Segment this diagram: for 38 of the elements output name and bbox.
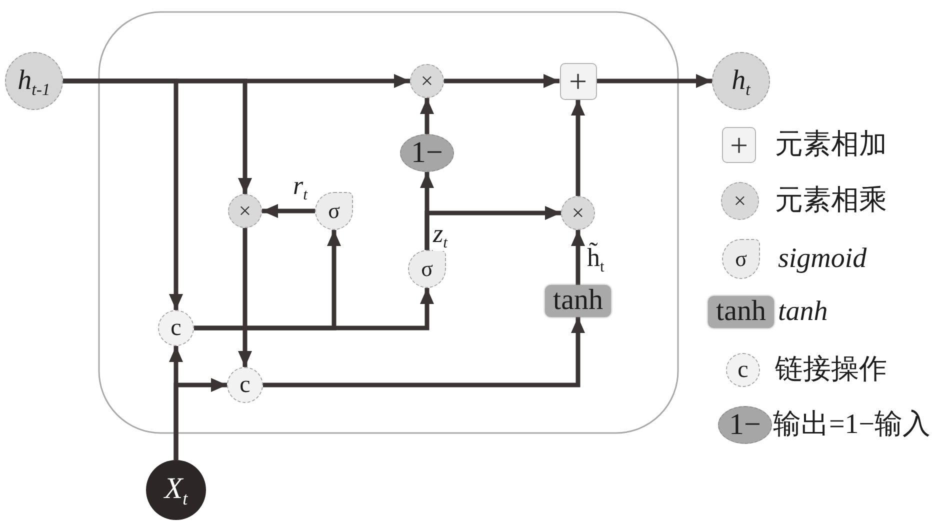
legend-label: 链接操作 xyxy=(775,353,887,387)
input-circle: X$_{t}$ xyxy=(146,460,206,520)
arrow xyxy=(571,230,585,285)
legend-label: 元素相加 xyxy=(775,128,887,162)
legend-sample: + xyxy=(722,127,756,163)
arrow xyxy=(571,100,585,196)
edge-label: h̃$_{t}$ xyxy=(587,242,604,274)
arrow xyxy=(63,78,252,194)
multiply-circle: × xyxy=(228,194,262,228)
one-minus-ellipse: 1− xyxy=(400,134,454,172)
state-circle: h$_{t-1}$ xyxy=(5,52,63,110)
multiply-circle: × xyxy=(561,196,595,230)
legend-sample: c xyxy=(726,353,760,387)
arrow xyxy=(194,288,434,330)
arrow xyxy=(238,228,252,367)
concat-circle: c xyxy=(227,367,263,403)
legend-label: 元素相乘 xyxy=(775,184,887,218)
arrow xyxy=(444,74,560,88)
add-box: + xyxy=(560,62,596,100)
state-circle: h$_{t}$ xyxy=(712,52,770,110)
sigmoid-gate: σ xyxy=(408,250,446,288)
arrow xyxy=(174,378,227,460)
legend-sample: σ xyxy=(722,239,760,279)
legend-label: sigmoid xyxy=(778,242,867,276)
legend-label: tanh xyxy=(778,295,828,329)
arrow xyxy=(263,317,585,388)
legend-sample: tanh xyxy=(708,296,774,328)
arrow xyxy=(596,74,712,88)
multiply-circle: × xyxy=(410,64,444,98)
arrow xyxy=(424,206,561,250)
arrow xyxy=(262,204,315,218)
concat-circle: c xyxy=(158,310,194,346)
legend-sample: × xyxy=(721,182,759,220)
legend-sample: 1− xyxy=(718,406,772,444)
tanh-box: tanh xyxy=(545,285,611,317)
arrow xyxy=(420,98,434,134)
sigmoid-gate: σ xyxy=(315,192,353,230)
legend-label: 输出=1−输入 xyxy=(773,408,931,442)
